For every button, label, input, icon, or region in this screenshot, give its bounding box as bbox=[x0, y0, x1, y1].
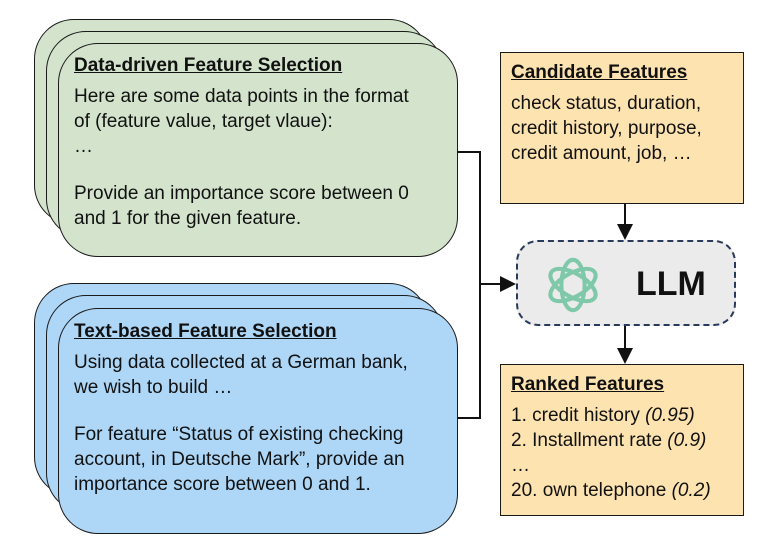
ranked-feature-name: 1. credit history bbox=[511, 405, 646, 426]
candidate-features-title: Candidate Features bbox=[511, 62, 688, 83]
ranked-feature-item: 1. credit history (0.95) bbox=[511, 403, 733, 428]
ranked-feature-score: (0.95) bbox=[645, 405, 695, 426]
candidate-features-box: Candidate Features check status, duratio… bbox=[500, 52, 744, 204]
data-driven-line: and 1 for the given feature. bbox=[74, 208, 302, 229]
candidate-features-line: check status, duration, bbox=[511, 93, 702, 114]
text-based-card bbox=[58, 308, 458, 534]
data-driven-line: of (feature value, target vlaue): bbox=[74, 111, 333, 132]
text-based-spacer bbox=[74, 400, 408, 422]
llm-box: LLM bbox=[516, 240, 736, 326]
data-driven-line: … bbox=[74, 136, 93, 157]
ranked-features-title: Ranked Features bbox=[511, 374, 665, 395]
candidate-features-line: credit history, purpose, bbox=[511, 118, 702, 139]
ranked-feature-name: 2. Installment rate bbox=[511, 430, 668, 451]
data-driven-card bbox=[58, 43, 458, 257]
connector-text-based-to-llm bbox=[458, 284, 481, 419]
data-driven-line: Provide an importance score between 0 bbox=[74, 183, 409, 204]
ranked-feature-score: (0.9) bbox=[667, 430, 707, 451]
ranked-feature-item: … bbox=[511, 453, 733, 478]
openai-logo-icon bbox=[548, 257, 598, 313]
connector-data-driven-to-llm bbox=[458, 151, 481, 284]
text-based-title: Text-based Feature Selection bbox=[74, 321, 337, 342]
text-based-line: Using data collected at a German bank, bbox=[74, 352, 408, 373]
text-based-line: account, in Deutsche Mark”, provide an bbox=[74, 449, 405, 470]
data-driven-spacer bbox=[74, 159, 409, 181]
llm-label: LLM bbox=[636, 265, 706, 303]
text-based-line: For feature “Status of existing checking bbox=[74, 424, 404, 445]
candidate-features-line: credit amount, job, … bbox=[511, 143, 692, 164]
ranked-features-box: Ranked Features 1. credit history (0.95)… bbox=[500, 364, 744, 516]
ranked-feature-item: 20. own telephone (0.2) bbox=[511, 478, 733, 503]
data-driven-content: Data-driven Feature Selection Here are s… bbox=[74, 54, 409, 231]
ranked-feature-score: (0.2) bbox=[671, 480, 711, 501]
text-based-content: Text-based Feature Selection Using data … bbox=[74, 320, 408, 497]
ranked-feature-name: … bbox=[511, 455, 530, 476]
data-driven-line: Here are some data points in the format bbox=[74, 86, 409, 107]
ranked-feature-name: 20. own telephone bbox=[511, 480, 672, 501]
text-based-line: importance score between 0 and 1. bbox=[74, 474, 371, 495]
text-based-line: we wish to build … bbox=[74, 377, 233, 398]
data-driven-title: Data-driven Feature Selection bbox=[74, 55, 343, 76]
ranked-feature-item: 2. Installment rate (0.9) bbox=[511, 428, 733, 453]
